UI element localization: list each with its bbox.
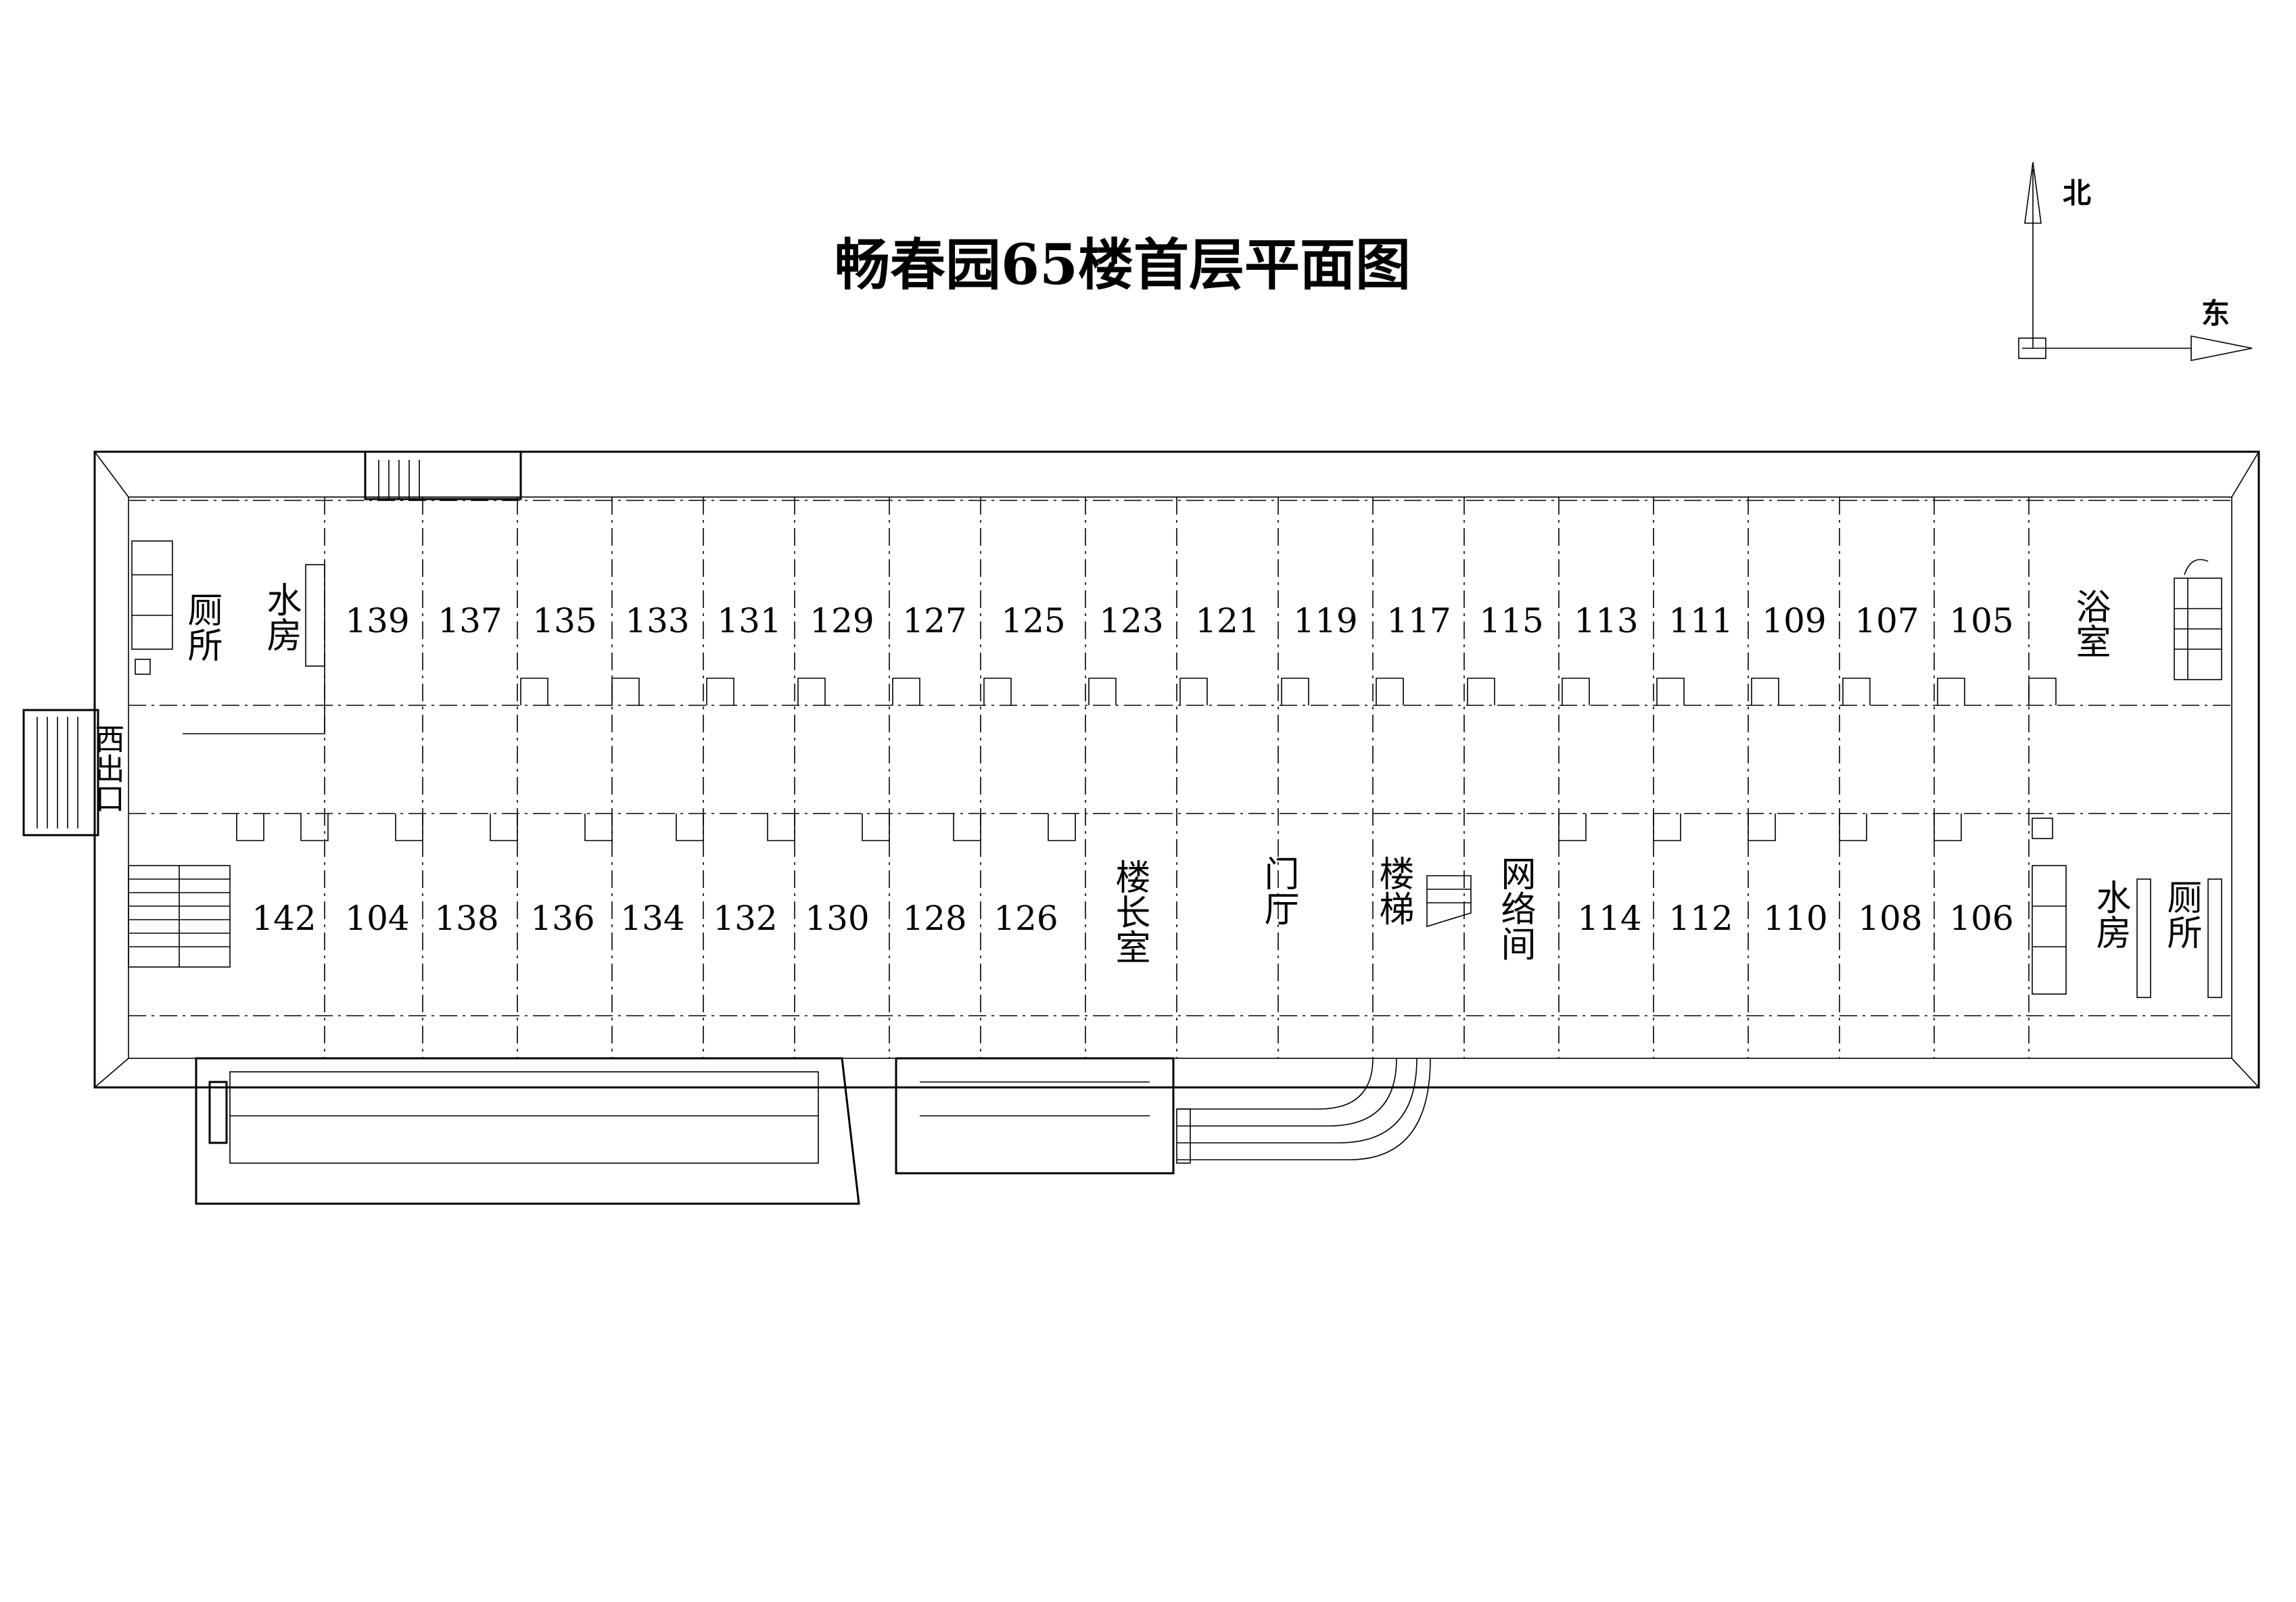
label-bathroom: 浴室 bbox=[2069, 588, 2110, 659]
room-133: 133 bbox=[625, 601, 689, 640]
west-service-fixtures bbox=[131, 540, 325, 734]
north-room-numbers: 139 137 135 133 131 129 127 125 123 121 … bbox=[345, 601, 2013, 640]
room-130: 130 bbox=[805, 899, 869, 938]
room-125: 125 bbox=[1001, 601, 1065, 640]
label-lobby: 门厅 bbox=[1258, 855, 1298, 926]
compass-east-label: 东 bbox=[2201, 297, 2230, 330]
room-105: 105 bbox=[1949, 601, 2013, 640]
vertical-labels: 厕所 水房 西出口 浴室 楼长室 门厅 楼梯 网络间 水房 厕所 bbox=[90, 582, 2202, 964]
room-121: 121 bbox=[1195, 601, 1259, 640]
room-138: 138 bbox=[434, 899, 498, 938]
room-136: 136 bbox=[530, 899, 594, 938]
label-stairs: 楼梯 bbox=[1373, 855, 1413, 926]
room-112: 112 bbox=[1668, 899, 1733, 938]
room-113: 113 bbox=[1574, 601, 1638, 640]
room-142: 142 bbox=[252, 899, 316, 938]
north-arrow-icon bbox=[2024, 162, 2042, 224]
room-114: 114 bbox=[1577, 899, 1641, 938]
room-107: 107 bbox=[1854, 601, 1919, 640]
room-137: 137 bbox=[438, 601, 502, 640]
south-ramp-block bbox=[195, 1057, 860, 1205]
east-service-fixtures bbox=[2032, 818, 2222, 998]
room-108: 108 bbox=[1858, 899, 1922, 938]
room-111: 111 bbox=[1668, 601, 1733, 640]
room-139: 139 bbox=[345, 601, 409, 640]
room-117: 117 bbox=[1386, 601, 1451, 640]
east-arrow-icon bbox=[2190, 335, 2253, 361]
room-127: 127 bbox=[902, 601, 966, 640]
building-outline bbox=[93, 450, 2260, 1089]
room-132: 132 bbox=[713, 899, 777, 938]
central-stair bbox=[1426, 875, 1472, 928]
compass: 北 东 bbox=[2018, 162, 2253, 361]
compass-north-label: 北 bbox=[2063, 176, 2091, 210]
north-door-notches bbox=[520, 678, 2057, 705]
south-room-numbers-west: 142 104 138 136 134 132 130 128 126 bbox=[252, 899, 1058, 938]
room-106: 106 bbox=[1949, 899, 2013, 938]
label-west-toilet: 厕所 bbox=[181, 592, 222, 662]
room-128: 128 bbox=[902, 899, 966, 938]
label-west-exit: 西出口 bbox=[90, 724, 124, 813]
room-123: 123 bbox=[1099, 601, 1163, 640]
label-west-water-room: 水房 bbox=[260, 582, 301, 652]
room-119: 119 bbox=[1293, 601, 1357, 640]
room-129: 129 bbox=[810, 601, 874, 640]
axis-grid bbox=[128, 497, 2232, 1058]
room-104: 104 bbox=[345, 899, 409, 938]
label-east-toilet: 厕所 bbox=[2161, 879, 2201, 949]
southwest-stair bbox=[128, 865, 231, 968]
room-134: 134 bbox=[620, 899, 684, 938]
room-109: 109 bbox=[1762, 601, 1826, 640]
room-126: 126 bbox=[993, 899, 1058, 938]
south-door-notches bbox=[236, 814, 1962, 841]
south-entrance-block bbox=[895, 1057, 1431, 1175]
south-room-numbers-east: 114 112 110 108 106 bbox=[1577, 899, 2013, 938]
room-110: 110 bbox=[1763, 899, 1827, 938]
label-network-room: 网络间 bbox=[1495, 855, 1535, 961]
west-exit-block bbox=[22, 709, 99, 837]
room-135: 135 bbox=[532, 601, 596, 640]
east-stair bbox=[2174, 559, 2222, 680]
label-manager-room: 楼长室 bbox=[1109, 859, 1150, 964]
room-115: 115 bbox=[1479, 601, 1543, 640]
room-131: 131 bbox=[717, 601, 781, 640]
label-east-water-room: 水房 bbox=[2090, 879, 2130, 949]
plan-title: 畅春园65楼首层平面图 bbox=[835, 233, 1411, 298]
